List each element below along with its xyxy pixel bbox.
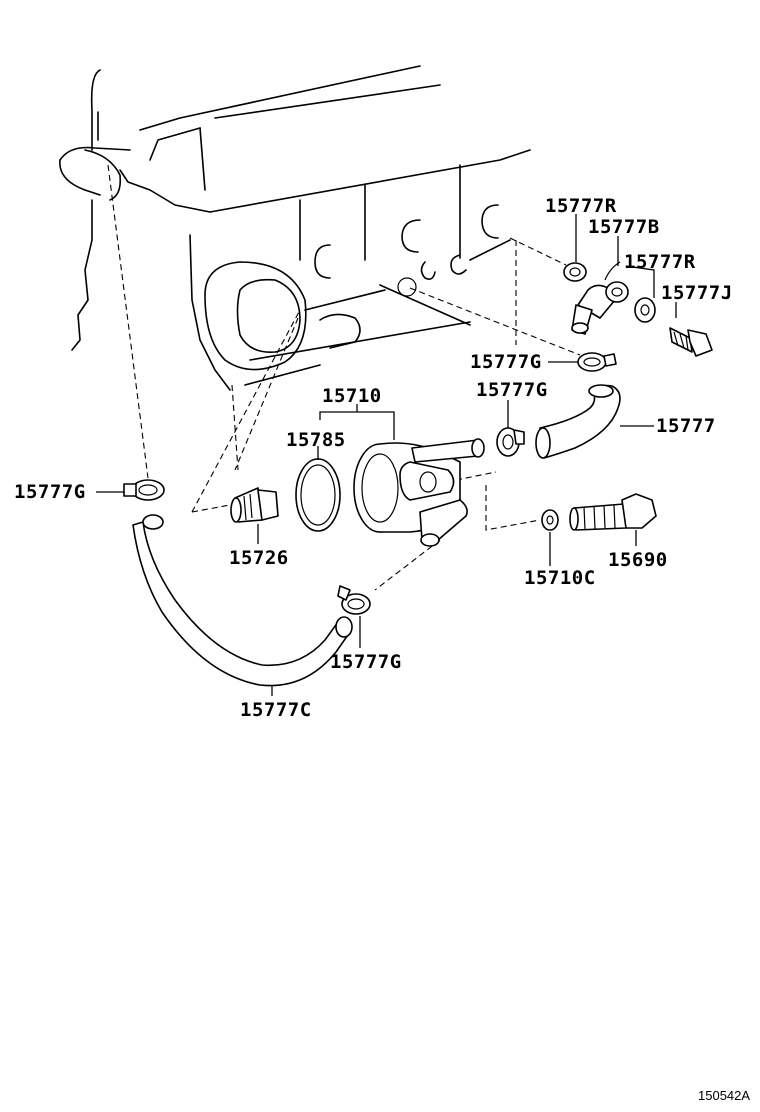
label-15777G-lower: 15777G — [330, 651, 402, 673]
oil-cooler-assy-15710 — [353, 438, 485, 547]
union-bolt-15777J — [669, 327, 713, 357]
oil-cooler-hose-15777 — [535, 384, 621, 459]
label-15777C: 15777C — [240, 699, 312, 721]
relief-valve-15726 — [230, 487, 279, 523]
gasket-15777R-lower — [634, 297, 656, 323]
label-15785: 15785 — [286, 429, 346, 451]
label-15777G-left: 15777G — [14, 481, 86, 503]
hose-clamp-15777G-left — [123, 479, 165, 501]
diagram-reference-number: 150542A — [698, 1088, 750, 1103]
label-15710C: 15710C — [524, 567, 596, 589]
label-15777R-lower: 15777R — [624, 251, 696, 273]
gasket-15710C — [541, 509, 559, 531]
oil-cooler-hose-15777C — [132, 514, 353, 687]
gasket-15777R-upper — [563, 262, 587, 282]
label-15777J: 15777J — [661, 282, 733, 304]
label-15777G-mid: 15777G — [476, 379, 548, 401]
label-15777: 15777 — [656, 415, 716, 437]
hose-clamp-15777G-lower — [337, 585, 371, 615]
hose-clamp-15777G-upper — [577, 352, 617, 372]
label-15777B: 15777B — [588, 216, 660, 238]
union-bolt-15690 — [569, 493, 657, 531]
leader-lines — [96, 214, 677, 696]
engine-block-drawing — [59, 65, 531, 391]
assembly-dashed-lines — [107, 164, 581, 591]
part-labels: 15777R 15777B 15777R 15777J 15777G 15710… — [14, 195, 733, 721]
o-ring-15785 — [295, 458, 341, 532]
label-15710: 15710 — [322, 385, 382, 407]
label-15777R-upper: 15777R — [545, 195, 617, 217]
label-15726: 15726 — [229, 547, 289, 569]
label-15777G-upper: 15777G — [470, 351, 542, 373]
label-15690: 15690 — [608, 549, 668, 571]
elbow-union-15777B — [571, 261, 629, 335]
hose-clamp-15777G-mid — [496, 427, 525, 457]
